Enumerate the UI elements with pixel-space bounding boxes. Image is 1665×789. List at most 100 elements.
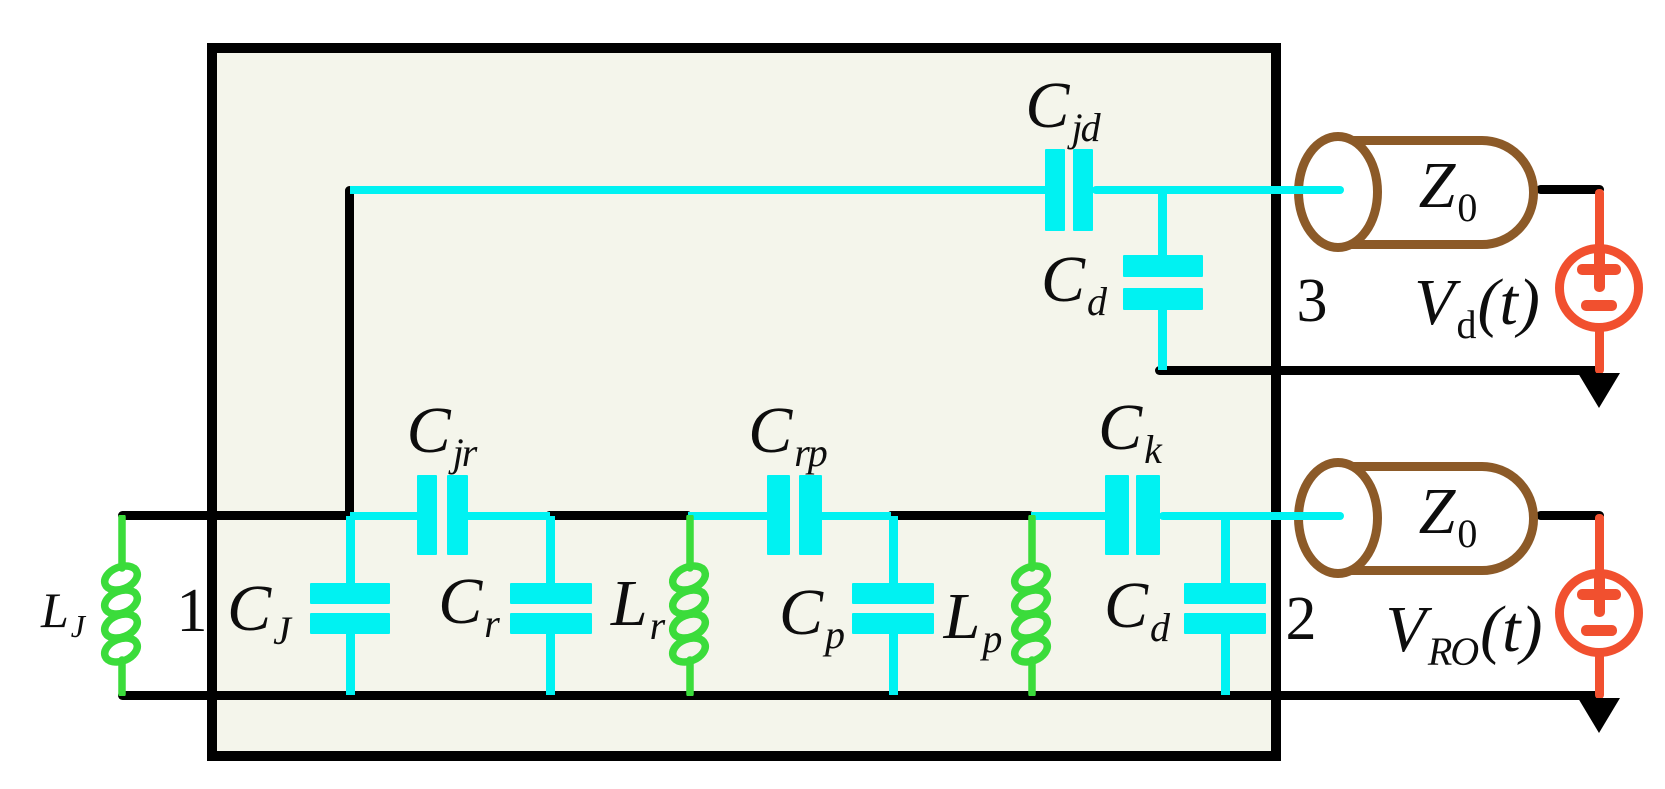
label-Z0-readout: Z0: [1419, 479, 1478, 554]
label-Vro-suffix: (t): [1480, 593, 1543, 666]
label-Cjr-sub: jr: [452, 430, 478, 475]
label-Cd-readout-base: C: [1103, 569, 1149, 642]
label-Cr-sub: r: [484, 601, 500, 646]
capacitor-Cd-drive-stem-bottom: [1158, 310, 1167, 370]
capacitor-Cr-stem-top: [546, 516, 555, 584]
ground-arrow-drive-icon: [1578, 373, 1620, 408]
label-port-3: 3: [1297, 270, 1328, 332]
capacitor-CJ-stem-top: [346, 516, 355, 584]
label-Crp: Crp: [748, 398, 828, 473]
label-Lr-base: L: [610, 567, 648, 640]
capacitor-Ck-plate-right: [1136, 475, 1160, 555]
wire-drive-to-port3: [1092, 186, 1344, 194]
capacitor-Cd-drive-plate-bottom: [1123, 288, 1203, 310]
wire-purcell-link: [887, 511, 1034, 520]
readout-source-lead-top: [1595, 514, 1604, 574]
label-Cd-readout-sub: d: [1150, 605, 1170, 650]
wire-row-seg5: [1031, 512, 1106, 520]
wire-junction-vertical: [345, 186, 354, 520]
readout-source-plus-icon: [1594, 573, 1605, 617]
label-Cr: Cr: [438, 569, 500, 644]
capacitor-Cd-readout-plate-top: [1184, 583, 1266, 604]
label-Cjd-sub: jd: [1071, 105, 1100, 150]
capacitor-Crp-plate-left: [767, 475, 790, 555]
label-port-2-text: 2: [1285, 585, 1317, 653]
wire-row-seg4: [821, 512, 891, 520]
wire-ground-rail: [118, 691, 1602, 700]
label-Vro: VRO(t): [1386, 597, 1543, 672]
capacitor-Cd-readout-plate-bottom: [1184, 613, 1266, 634]
label-Ck-sub: k: [1144, 427, 1162, 472]
capacitor-Cp-stem-top: [889, 516, 898, 584]
label-LJ-sub: J: [70, 608, 85, 644]
capacitor-Cd-readout-stem-bottom: [1221, 633, 1230, 695]
label-Cp-base: C: [778, 576, 824, 649]
label-Cd-drive-base: C: [1040, 243, 1086, 316]
label-port-1-text: 1: [176, 577, 208, 645]
drive-source-plus-icon: [1594, 248, 1605, 292]
label-Cp: Cp: [779, 580, 845, 655]
readout-source-minus-icon: [1581, 625, 1617, 636]
wire-row-to-port2: [1159, 512, 1344, 520]
label-Cd-drive-sub: d: [1087, 279, 1107, 324]
label-Z0-drive: Z0: [1419, 153, 1478, 228]
capacitor-Cp-plate-bottom: [852, 613, 934, 634]
capacitor-Cjr-plate-left: [417, 475, 437, 555]
capacitor-Cp-stem-bottom: [889, 633, 898, 695]
capacitor-Cd-drive-plate-top: [1123, 255, 1203, 277]
label-Ck-base: C: [1098, 391, 1143, 464]
inductor-LJ-icon: [100, 515, 142, 696]
wire-row-seg2: [467, 512, 550, 520]
wire-row-seg1: [350, 512, 418, 520]
label-Lp-base: L: [943, 580, 981, 653]
capacitor-Cjd-plate-right: [1073, 149, 1093, 231]
inductor-Lp-icon: [1010, 515, 1052, 696]
label-Vd-sub: d: [1456, 302, 1477, 347]
label-Ck: Ck: [1098, 395, 1162, 470]
label-Z0-drive-sub: 0: [1457, 185, 1477, 230]
wire-drive-top: [350, 186, 1046, 194]
label-port-1: 1: [177, 580, 208, 642]
label-Cd-drive: Cd: [1041, 247, 1107, 322]
label-Cjr-base: C: [406, 394, 451, 467]
label-Vd: Vd(t): [1414, 270, 1540, 345]
capacitor-Cr-plate-top: [510, 583, 592, 604]
label-LJ-base: L: [40, 582, 69, 638]
capacitor-Cr-stem-bottom: [546, 633, 555, 695]
device-boundary-box: [207, 43, 1281, 761]
label-Crp-base: C: [748, 394, 793, 467]
label-CJ-sub: J: [273, 608, 291, 653]
label-LJ: LJ: [40, 582, 85, 642]
drive-source-lead-top: [1595, 189, 1604, 249]
wire-node1: [118, 511, 354, 520]
capacitor-Cjd-plate-left: [1045, 149, 1065, 231]
label-Lr: Lr: [611, 571, 665, 646]
label-Lr-sub: r: [649, 603, 666, 648]
label-Z0-drive-base: Z: [1418, 149, 1456, 222]
capacitor-CJ-stem-bottom: [346, 633, 355, 695]
capacitor-Crp-plate-right: [799, 475, 822, 555]
label-Lp-sub: p: [982, 616, 1002, 661]
label-Lp: Lp: [944, 584, 1003, 659]
inductor-Lr-icon: [668, 515, 710, 696]
label-Cd-readout: Cd: [1104, 573, 1170, 648]
drive-source-lead-bottom: [1595, 328, 1604, 374]
label-Cjr: Cjr: [407, 398, 478, 473]
label-Cjd-base: C: [1025, 69, 1070, 142]
capacitor-CJ-plate-top: [310, 583, 390, 604]
capacitor-Ck-plate-left: [1105, 475, 1129, 555]
wire-readout-line-to-source: [1536, 511, 1604, 520]
label-Vro-base: V: [1385, 593, 1426, 666]
label-Z0-readout-base: Z: [1418, 475, 1456, 548]
wire-resonator-link: [545, 511, 692, 520]
wire-drive-line-to-source: [1536, 185, 1604, 194]
label-port-3-text: 3: [1296, 267, 1328, 335]
label-Z0-readout-sub: 0: [1457, 511, 1477, 556]
label-Cjd: Cjd: [1025, 73, 1100, 148]
capacitor-Cjr-plate-right: [447, 475, 468, 555]
label-CJ: CJ: [227, 576, 291, 651]
capacitor-Cr-plate-bottom: [510, 613, 592, 634]
label-port-2: 2: [1286, 588, 1317, 650]
capacitor-Cd-drive-stem-top: [1158, 190, 1167, 256]
label-Vro-sub: RO: [1427, 629, 1479, 674]
